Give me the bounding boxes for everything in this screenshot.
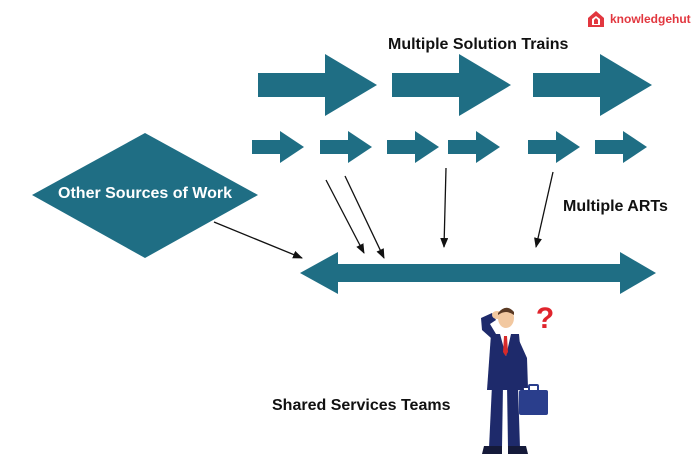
- art-arrow-5: [528, 131, 580, 163]
- connector-art-c: [440, 167, 449, 248]
- connector-art-d: [534, 171, 554, 248]
- solution-train-arrows: [258, 54, 652, 116]
- art-arrow-3: [387, 131, 439, 163]
- connectors: [213, 167, 554, 259]
- connector-art-a: [325, 179, 365, 254]
- label-arts: Multiple ARTs: [563, 198, 668, 215]
- solution-train-arrow-3: [533, 54, 652, 116]
- brand-logo[interactable]: knowledgehut: [586, 10, 691, 28]
- question-mark: ?: [536, 302, 554, 335]
- label-shared-services: Shared Services Teams: [272, 397, 451, 414]
- art-arrow-4: [448, 131, 500, 163]
- art-arrow-2: [320, 131, 372, 163]
- art-arrow-6: [595, 131, 647, 163]
- label-other-sources: Other Sources of Work: [58, 185, 232, 202]
- shared-services-double-arrow: [300, 252, 656, 294]
- solution-train-arrow-2: [392, 54, 511, 116]
- label-solution-trains: Multiple Solution Trains: [388, 36, 569, 53]
- knowledgehut-logo-icon: [588, 11, 604, 27]
- connector-art-b: [344, 175, 385, 259]
- connector-other-sources: [213, 221, 303, 259]
- brand-name: knowledgehut: [610, 12, 691, 26]
- art-arrow-1: [252, 131, 304, 163]
- solution-train-arrow-1: [258, 54, 377, 116]
- confused-businessman-icon: [481, 307, 548, 454]
- other-sources-diamond: [32, 133, 258, 258]
- art-arrows: [252, 131, 647, 163]
